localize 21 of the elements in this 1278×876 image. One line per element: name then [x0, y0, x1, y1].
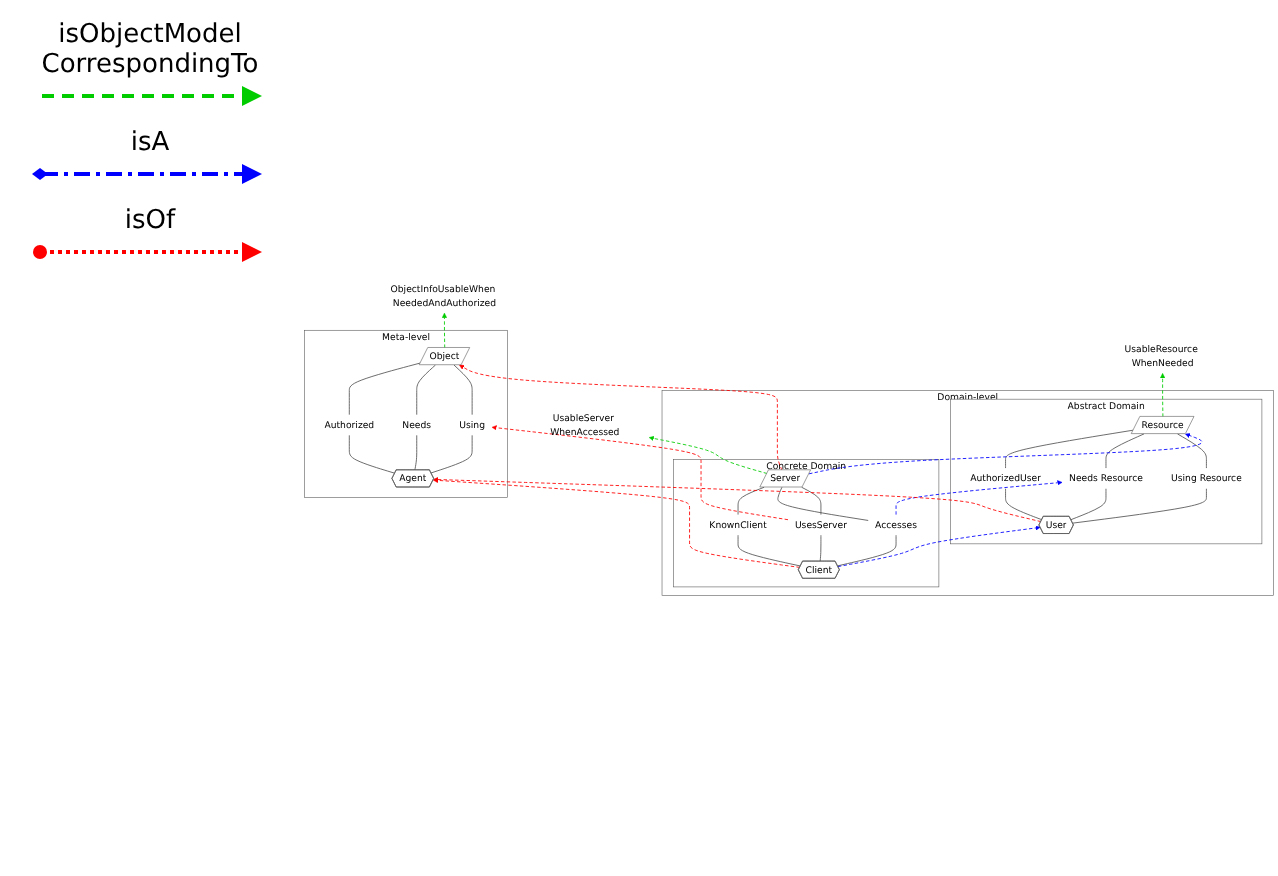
connector [737, 535, 801, 568]
connector [1005, 430, 1134, 470]
connector [1072, 489, 1207, 525]
legend-label: isA [130, 128, 170, 158]
connector [737, 487, 765, 516]
connector [348, 363, 421, 417]
connector [453, 365, 473, 417]
connector [1005, 489, 1043, 522]
connector [1070, 489, 1107, 522]
connector [414, 435, 418, 472]
connector [801, 487, 822, 516]
connector [348, 435, 396, 475]
connector [430, 435, 473, 475]
connector [837, 535, 897, 568]
connector [1177, 434, 1207, 470]
connector [1105, 434, 1145, 470]
connector [416, 365, 436, 417]
legend-label: isOf [124, 206, 176, 236]
legend-label: isObjectModel CorrespondingTo [41, 20, 259, 80]
connector [777, 487, 869, 522]
connector [819, 535, 822, 563]
